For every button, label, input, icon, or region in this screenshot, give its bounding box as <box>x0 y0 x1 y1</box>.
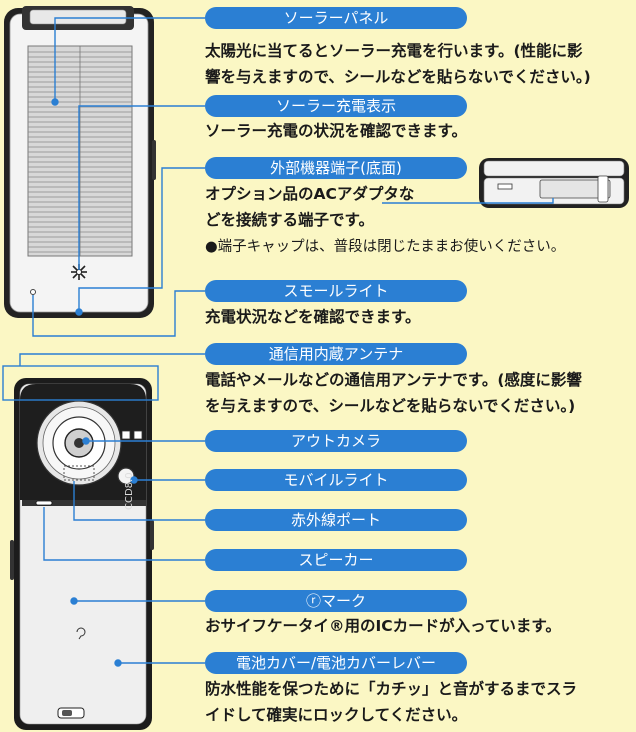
desc-antenna-line1: 電話やメールなどの通信用アンテナです。(感度に影響 <box>205 371 582 389</box>
desc-solar-indicator: ソーラー充電の状況を確認できます。 <box>205 122 467 140</box>
label-felica-mark-text: マーク <box>321 592 367 610</box>
desc-external-port-line2: どを接続する端子です。 <box>205 211 374 229</box>
label-out-camera: アウトカメラ <box>205 430 467 452</box>
desc-solar-panel-line1: 太陽光に当てるとソーラー充電を行います。(性能に影 <box>205 42 583 60</box>
speaker-graphic <box>35 500 53 506</box>
leader-lines <box>2 17 554 667</box>
label-felica-mark: ⓡマーク <box>205 590 467 612</box>
desc-antenna-line2: を与えますので、シールなどを貼らないでください。) <box>205 397 576 415</box>
camera-brand-text: CCD8.0 <box>124 472 135 510</box>
label-ir-port: 赤外線ポート <box>205 509 467 531</box>
desc-antenna: 電話やメールなどの通信用アンテナです。(感度に影響 を与えますので、シールなどを… <box>205 367 633 419</box>
desc-external-port-line1: オプション品のACアダプタな <box>205 185 415 203</box>
desc-battery-cover: 防水性能を保つために「カチッ」と音がするまでスラ イドして確実にロックしてくださ… <box>205 676 633 728</box>
desc-solar-panel: 太陽光に当てるとソーラー充電を行います。(性能に影 響を与えますので、シールなど… <box>205 38 633 90</box>
phone-bottom-view <box>479 158 629 208</box>
felica-mark-icon: ⓡ <box>305 592 321 610</box>
camera-graphic <box>36 400 122 486</box>
phone-top-view <box>4 6 156 318</box>
desc-felica: おサイフケータイ®用のICカードが入っています。 <box>205 617 561 635</box>
label-external-port: 外部機器端子(底面) <box>205 157 467 179</box>
label-solar-panel: ソーラーパネル <box>205 7 467 29</box>
label-battery-cover: 電池カバー/電池カバーレバー <box>205 652 467 674</box>
desc-solar-panel-line2: 響を与えますので、シールなどを貼らないでください。) <box>205 68 591 86</box>
desc-battery-cover-line2: イドして確実にロックしてください。 <box>205 706 468 724</box>
desc-external-port: オプション品のACアダプタな どを接続する端子です。 <box>205 181 475 233</box>
label-antenna: 通信用内蔵アンテナ <box>205 343 467 365</box>
label-small-light: スモールライト <box>205 280 467 302</box>
solar-panel-graphic <box>27 45 133 257</box>
mobile-light-graphic <box>117 467 135 485</box>
label-speaker: スピーカー <box>205 549 467 571</box>
label-mobile-light: モバイルライト <box>205 469 467 491</box>
desc-external-port-note: ●端子キャップは、普段は閉じたままお使いください。 <box>205 239 566 255</box>
phone-back-view <box>10 378 154 730</box>
label-solar-indicator: ソーラー充電表示 <box>205 95 467 117</box>
desc-battery-cover-line1: 防水性能を保つために「カチッ」と音がするまでスラ <box>205 680 578 698</box>
small-light-graphic <box>30 289 36 295</box>
desc-small-light: 充電状況などを確認できます。 <box>205 308 421 326</box>
